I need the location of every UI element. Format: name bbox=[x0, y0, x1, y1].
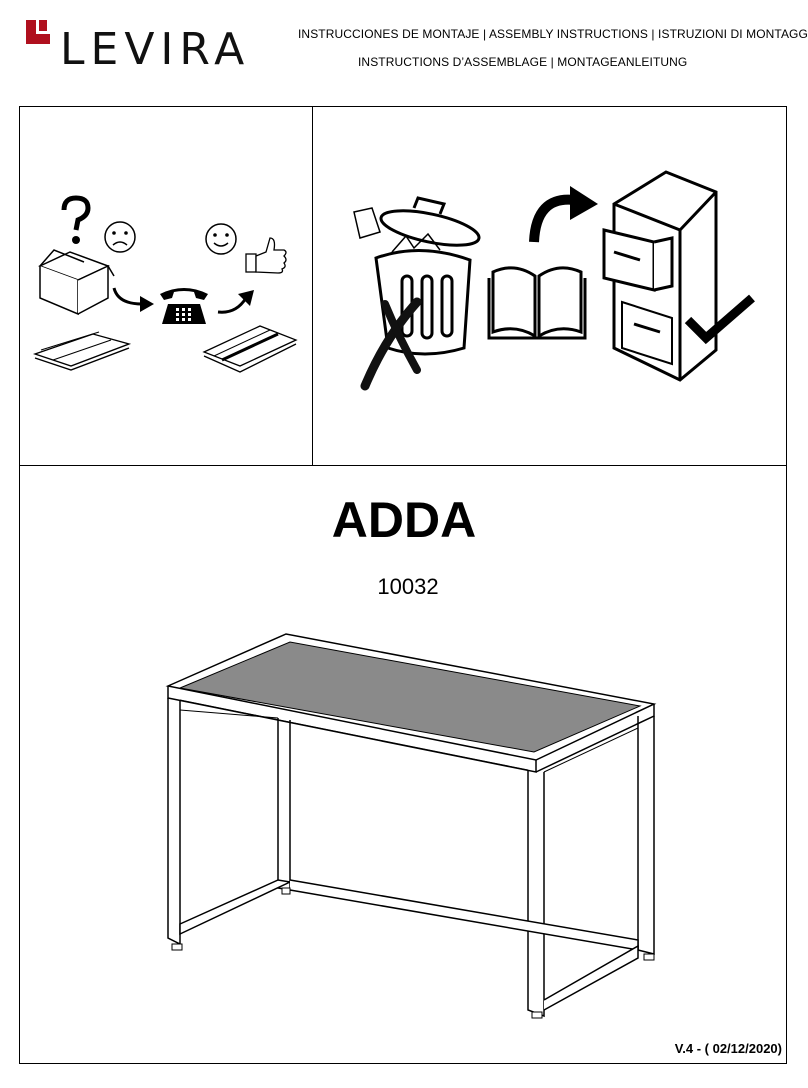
brand-name: LEVIRA bbox=[60, 24, 251, 75]
panels-icon bbox=[32, 331, 132, 371]
happy-face-icon bbox=[205, 223, 237, 255]
telephone-icon bbox=[160, 288, 208, 324]
open-book-icon bbox=[487, 266, 587, 340]
product-code: 10032 bbox=[377, 574, 439, 599]
arrow-icon bbox=[112, 287, 154, 312]
filing-cabinet-icon bbox=[602, 170, 718, 382]
checkmark-icon bbox=[684, 294, 755, 345]
cross-icon bbox=[360, 297, 422, 391]
trash-bin-icon bbox=[353, 196, 481, 356]
arrow-up-icon bbox=[217, 290, 254, 314]
desk-illustration bbox=[165, 633, 657, 1019]
open-box-icon bbox=[38, 249, 115, 316]
curved-arrow-icon bbox=[529, 186, 598, 243]
brand-logo bbox=[26, 18, 256, 78]
flat-panels-icon bbox=[202, 325, 298, 373]
header-languages-line-2: INSTRUCTIONS D’ASSEMBLAGE | MONTAGEANLEI… bbox=[358, 55, 688, 69]
logo-mark-icon bbox=[26, 20, 50, 44]
document-version: V.4 - ( 02/12/2020) bbox=[674, 1041, 782, 1056]
sad-face-icon bbox=[104, 221, 136, 253]
question-icon bbox=[61, 195, 91, 244]
product-title: ADDA bbox=[331, 492, 477, 548]
thumbs-up-icon bbox=[245, 237, 287, 274]
panel-divider-horizontal bbox=[19, 465, 787, 466]
header-languages-line-1: INSTRUCCIONES DE MONTAJE | ASSEMBLY INST… bbox=[298, 27, 808, 41]
content-frame bbox=[19, 106, 787, 1064]
panel-divider-vertical bbox=[312, 106, 313, 466]
